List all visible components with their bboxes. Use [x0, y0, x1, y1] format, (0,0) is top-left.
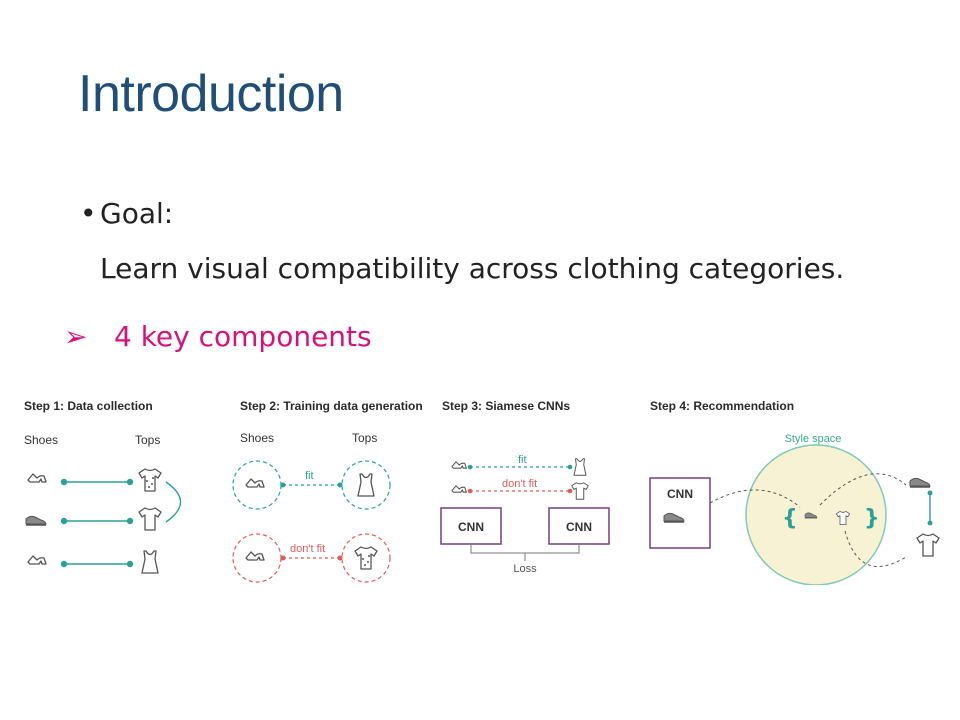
step2-tops-label: Tops [352, 431, 377, 445]
arrow-bullet-icon: ➢ [64, 320, 88, 353]
tank-top-icon [141, 550, 159, 574]
heel-shoe-icon [245, 478, 265, 488]
sneaker-icon [25, 515, 47, 526]
step3-title: Step 3: Siamese CNNs [442, 399, 570, 413]
step4-title: Step 4: Recommendation [650, 399, 794, 413]
cnn-left-label: CNN [458, 520, 484, 534]
tank-top-icon [357, 473, 375, 497]
step1-title: Step 1: Data collection [24, 399, 153, 413]
step4-cnn-label: CNN [667, 487, 693, 501]
heel-shoe-icon [27, 555, 47, 565]
style-space-circle [745, 444, 887, 585]
tshirt-icon [138, 468, 162, 492]
step4-panel: Step 4: Recommendation Style space CNN {… [649, 399, 940, 585]
goal-description: Learn visual compatibility across clothi… [100, 252, 845, 285]
loss-label: Loss [513, 563, 537, 575]
heel-shoe-icon [451, 485, 467, 493]
key-components-line: ➢ 4 key components [64, 323, 372, 351]
step2-panel: Step 2: Training data generation Shoes T… [232, 399, 423, 583]
tshirt-icon [916, 533, 940, 557]
step3-fit-label: fit [518, 454, 527, 466]
bullet-dot: • [80, 197, 97, 230]
step1-tops-label: Tops [135, 433, 160, 447]
step2-dont-fit-label: don't fit [290, 543, 325, 555]
step1-panel: Step 1: Data collection Shoes Tops [24, 399, 182, 574]
step3-dont-fit-label: don't fit [502, 478, 537, 490]
goal-bullet: •Goal: [80, 200, 173, 228]
tshirt-icon [138, 507, 162, 531]
pipeline-diagram: Step 1: Data collection Shoes Tops Step … [24, 399, 940, 585]
cnn-right-label: CNN [566, 520, 592, 534]
key-components-text: 4 key components [114, 320, 372, 353]
tank-top-icon [573, 458, 587, 476]
slide-title: Introduction [78, 65, 344, 123]
step3-panel: Step 3: Siamese CNNs fit don't fit CNN C… [440, 399, 610, 575]
tshirt-icon [354, 546, 378, 570]
step2-shoes-label: Shoes [240, 431, 274, 445]
heel-shoe-icon [27, 473, 47, 483]
step1-shoes-label: Shoes [24, 433, 58, 447]
sneaker-icon [909, 477, 931, 488]
step2-fit-label: fit [305, 470, 314, 482]
step2-title: Step 2: Training data generation [240, 399, 423, 413]
heel-shoe-icon [451, 461, 467, 469]
goal-label: Goal: [100, 197, 174, 230]
tshirt-icon [571, 482, 589, 500]
brace-close: } [864, 506, 880, 531]
brace-open: { [782, 506, 798, 531]
style-space-label: Style space [785, 433, 842, 445]
heel-shoe-icon [245, 551, 265, 561]
